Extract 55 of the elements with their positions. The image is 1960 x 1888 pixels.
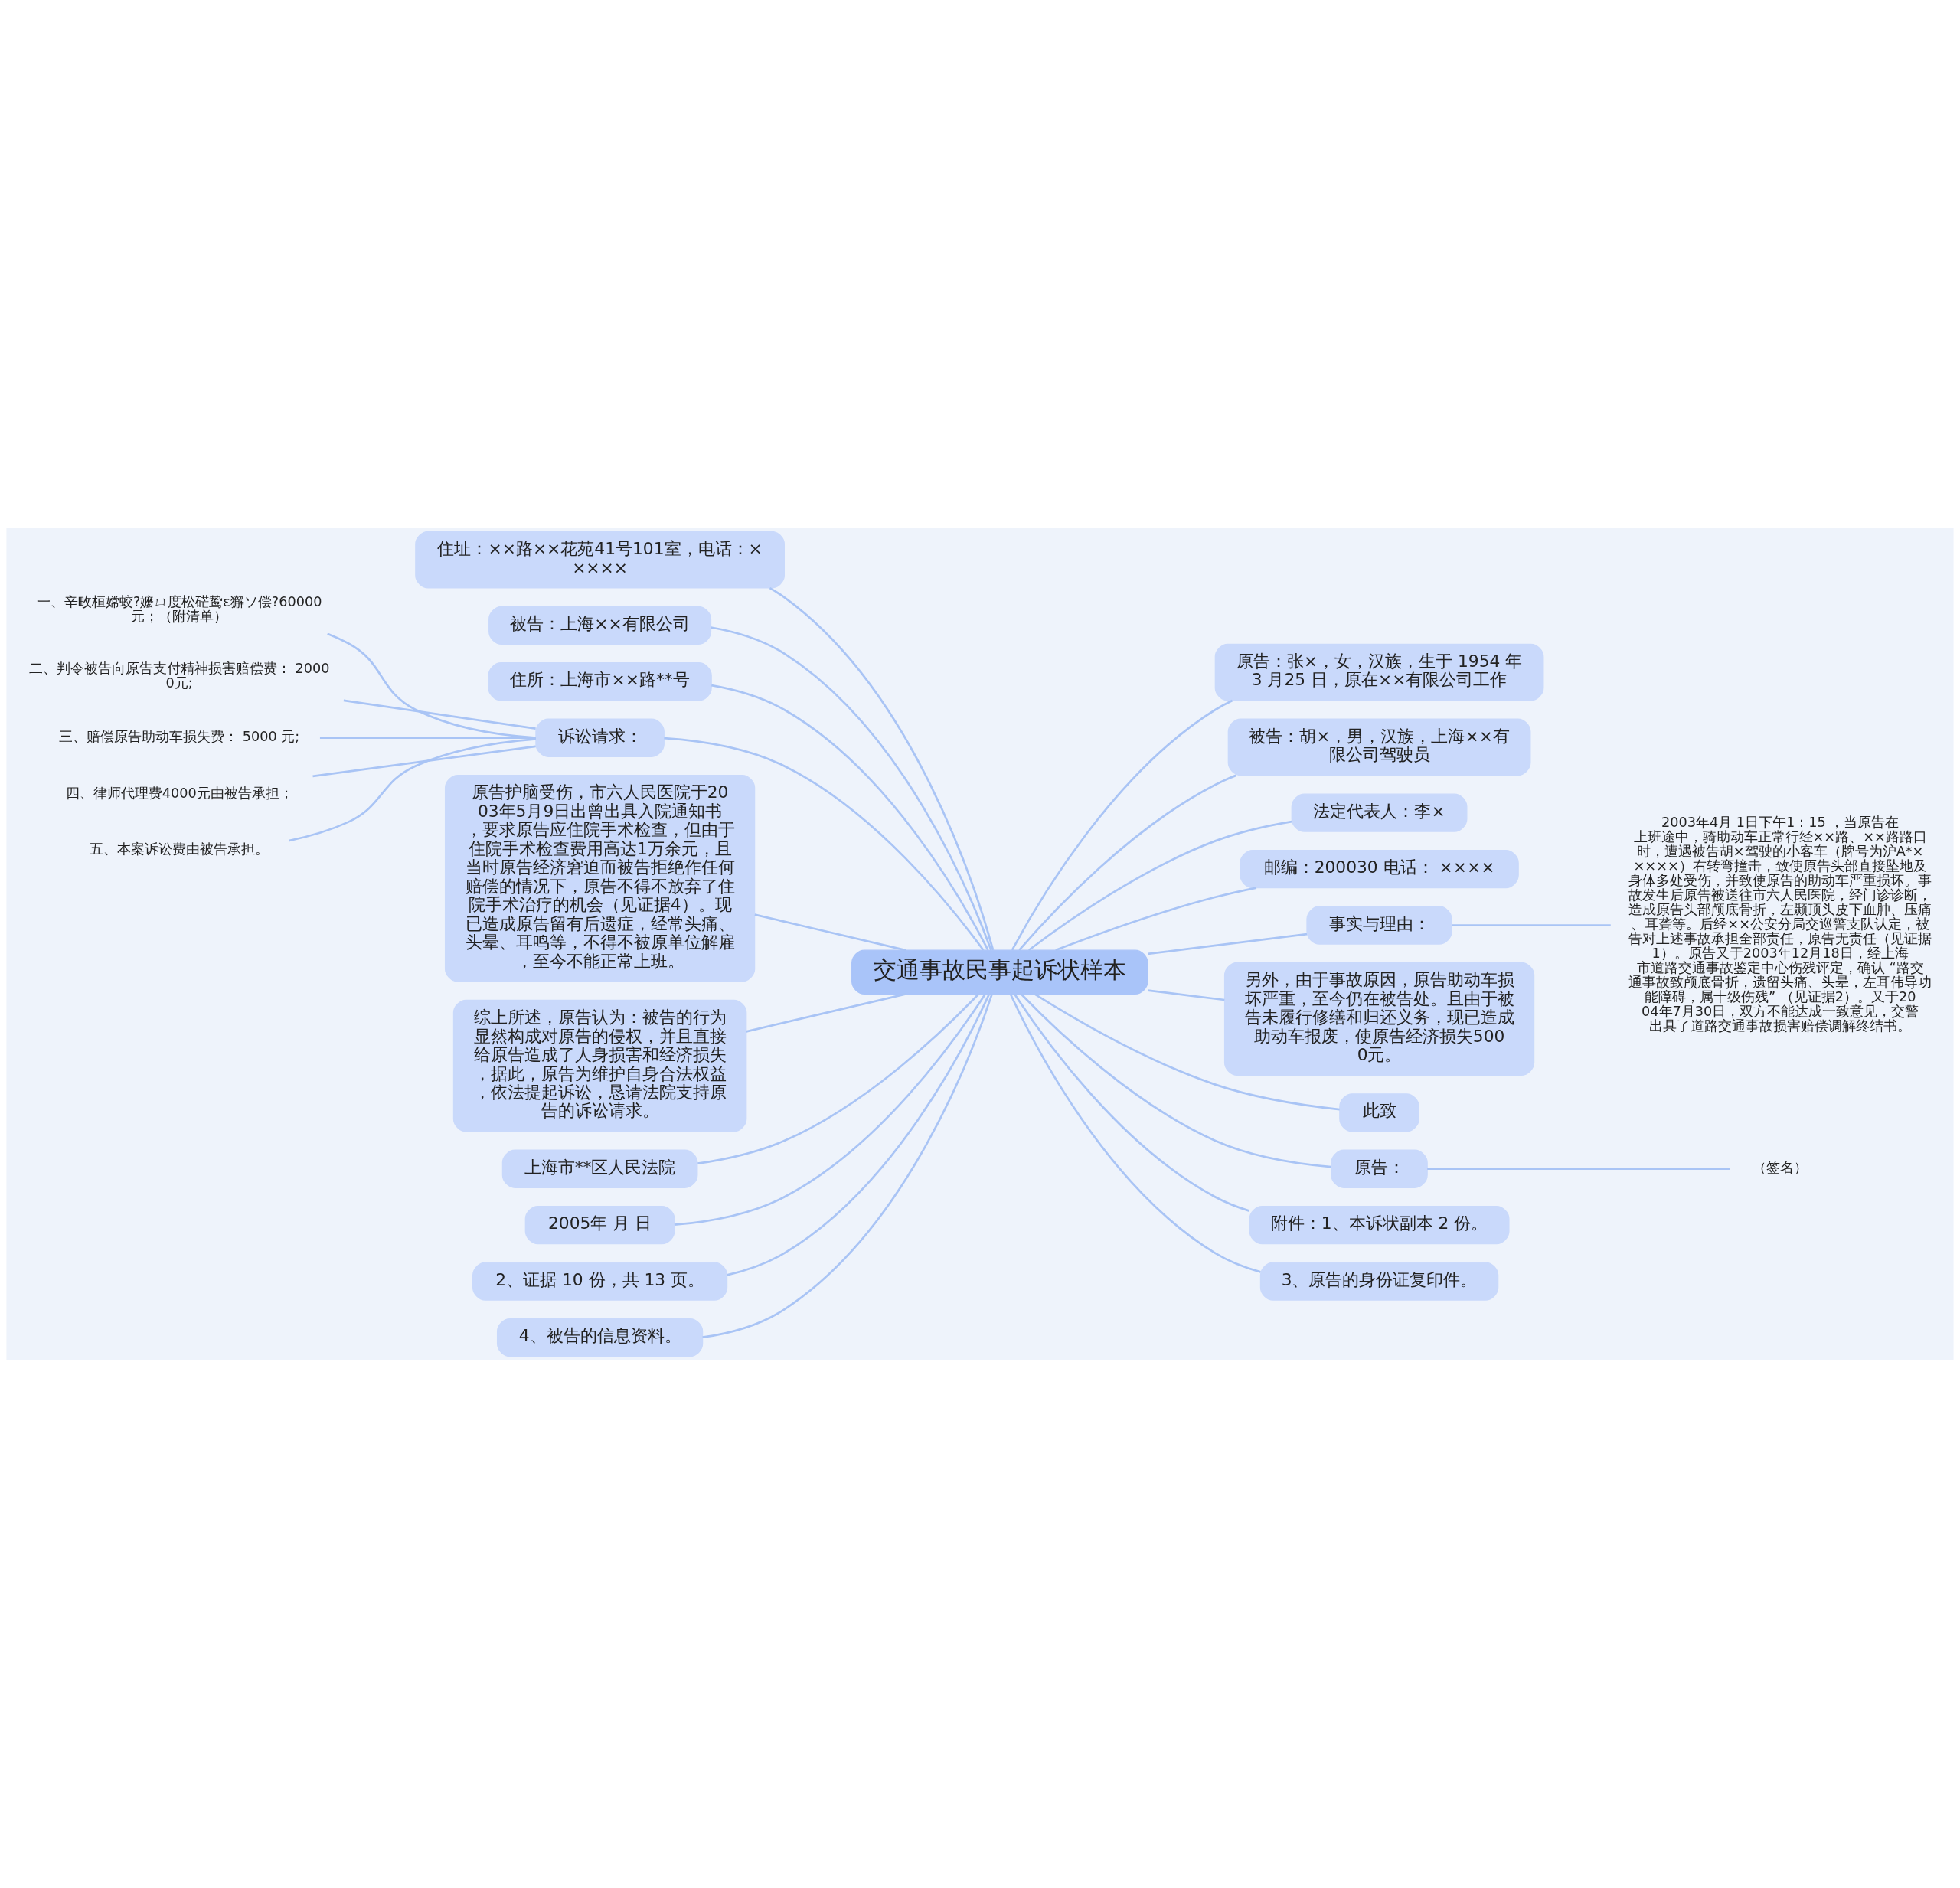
node-box: 此致 <box>1339 1093 1419 1132</box>
node-box: 被告：上海××有限公司 <box>488 606 712 645</box>
node-box: 原告护脑受伤，市六人民医院于2003年5月9日出曾出具入院通知书，要求原告应住院手术检查，但由于住院手术检查费用高达1万余元，且当时原告经济窘迫而被告拒绝作任何赔偿的情况下，原告不得不放弃了住院手术治疗的机会（见证据4）。现已造成原告留有后遗症，经常头痛、头晕、耳鸣等，不得不被原单位解雇，至今不能正常上班。 <box>444 775 756 982</box>
connector <box>702 993 993 1339</box>
node-text: 二、判令被告向原告支付精神损害赔偿费： 20000元; <box>28 660 330 691</box>
connector <box>1055 887 1257 952</box>
connector <box>769 586 995 951</box>
node-text: 五、本案诉讼费由被告承担。 <box>90 841 270 857</box>
node-box: 原告：张×，女，汉族，生于 1954 年 3 月25 日，原在××有限公司工作 <box>1214 643 1544 701</box>
node-text: 三、赔偿原告助动车损失费： 5000 元; <box>59 729 300 745</box>
node-box: 附件：1、本诉状副本 2 份。 <box>1249 1206 1510 1245</box>
connector <box>1427 1168 1730 1171</box>
node-box: 另外，由于事故原因，原告助动车损坏严重，至今仍在被告处。且由于被告未履行修缮和归还义务，现已造成助动车报废，使原告经济损失5000元。 <box>1223 962 1535 1076</box>
connector <box>711 684 989 951</box>
connector <box>727 994 991 1276</box>
node-box: 原告： <box>1331 1149 1428 1188</box>
connector <box>343 699 536 730</box>
connector <box>746 993 906 1033</box>
connector <box>674 993 986 1226</box>
node-box: 3、原告的身份证复印件。 <box>1259 1262 1499 1301</box>
connector <box>327 632 536 739</box>
connector <box>1452 924 1611 926</box>
node-box: 法定代表人：李× <box>1291 793 1468 832</box>
node-box: 诉讼请求： <box>535 718 665 757</box>
connector <box>1020 993 1331 1168</box>
connector <box>1148 933 1308 955</box>
node-box: 综上所述，原告认为：被告的行为显然构成对原告的侵权，并且直接给原告造成了人身损害和经济损失，据此，原告为维护自身合法权益，依法提起诉讼，恳请法院支持原告的诉讼请求。 <box>452 999 747 1132</box>
connector <box>754 913 906 952</box>
node-box: 2005年 月 日 <box>524 1206 675 1245</box>
connector <box>1009 993 1261 1273</box>
node-text: 一、辛畋桓嫦蛟?嬷ㄩ度松硭鸷ε獬ソ偿?60000 元；（附清单） <box>36 593 322 624</box>
node-box: 住址：××路××花苑41号101室，电话：××××× <box>415 531 785 589</box>
node-box: 2、证据 10 份，共 13 页。 <box>472 1262 728 1301</box>
connector <box>288 738 537 842</box>
node-text: 四、律师代理费4000元由被告承担； <box>65 785 293 801</box>
connector <box>1027 820 1292 952</box>
node-box: 交通事故民事起诉状样本 <box>851 949 1148 995</box>
connector <box>1148 989 1225 1001</box>
node-box: 事实与理由： <box>1306 906 1452 945</box>
connector <box>1034 993 1340 1111</box>
connector <box>664 737 985 951</box>
node-box: 住所：上海市××路**号 <box>488 662 712 701</box>
connector <box>1011 699 1233 951</box>
node-box: 邮编：200030 电话： ×××× <box>1240 849 1519 889</box>
connector <box>697 993 980 1164</box>
node-box: 4、被告的信息资料。 <box>496 1318 704 1357</box>
connector <box>312 745 536 778</box>
node-box: 上海市**区人民法院 <box>501 1149 698 1188</box>
node-text: （签名） <box>1753 1160 1808 1176</box>
connector <box>319 737 536 740</box>
connector <box>710 626 992 951</box>
node-box: 被告：胡×，男，汉族，上海××有限公司驾驶员 <box>1227 718 1531 776</box>
node-text: 2003年4月 1日下午1：15 ，当原告在上班途中，骑助动车正常行经××路、××路路口时，遭遇被告胡×驾驶的小客车（牌号为沪A*×××××）右转弯撞击，致使原告头部直接坠地及身体多处受伤，并致使原告的助动车严重损坏。事故发生后原告被送往市六人民医院，经门诊诊断，造成原告头部颅底骨折，左颞顶头皮下血肿、压痛、耳聋等。后经××公安分局交巡警支队认定，被告对上述事故承担全部责任，原告无责任（见证据1）。原告又于2003年12月18日，经上海市道路交通事故鉴定中心伤残评定，确认 “路交通事故致颅底骨折，遗留头痛、头晕，左耳伟导功能障碍，属十级伤残” （见证据2）。又于2004年7月30日，双方不能达成一致意见，交警出具了道路交通事故损害赔偿调解终结书。 <box>1628 814 1932 1034</box>
connector <box>1018 774 1236 951</box>
connector <box>1014 993 1250 1212</box>
